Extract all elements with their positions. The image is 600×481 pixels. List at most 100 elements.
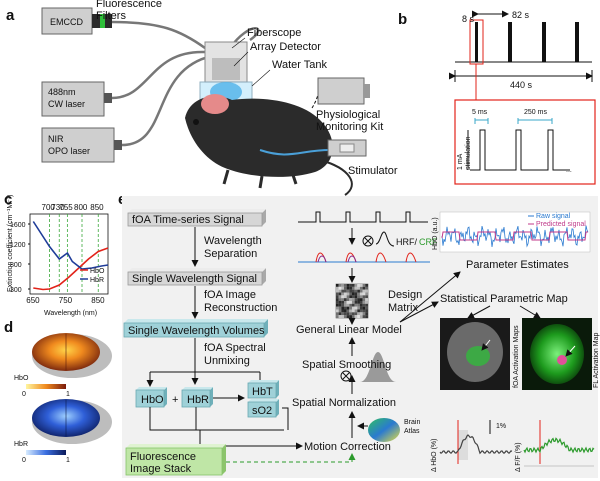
design-matrix-cell — [341, 292, 345, 296]
crf-label: CRF — [419, 237, 438, 247]
box-single-wavelength-signal — [127, 268, 266, 286]
design-matrix-cell — [357, 306, 360, 310]
design-matrix-cell — [359, 295, 363, 299]
label-design-matrix: Design Matrix — [388, 289, 425, 314]
design-matrix-cell — [351, 286, 355, 290]
monitoring-kit-box — [317, 77, 370, 105]
foa-timecourse-plot — [439, 420, 513, 464]
design-matrix-cell — [336, 303, 339, 307]
dhbo-axis-label: Δ HbO (%) — [431, 439, 438, 472]
design-matrix-cell — [346, 306, 350, 310]
design-matrix-cell — [343, 315, 347, 319]
stim-window-foa — [458, 430, 468, 460]
design-matrix-cell — [341, 312, 345, 316]
design-matrix-cell — [349, 303, 352, 307]
design-matrix-cell — [365, 306, 368, 310]
label-foa-timeseries: fOA Time-series Signal — [132, 214, 244, 226]
label-spm: Statistical Parametric Map — [440, 293, 568, 305]
design-matrix-cell — [346, 312, 350, 316]
design-matrix-cell — [346, 309, 350, 313]
design-matrix-cell — [354, 300, 358, 304]
parameter-estimate-plot — [439, 211, 591, 253]
design-matrix-cell — [362, 309, 366, 313]
hbo-cbar-max: 1 — [66, 391, 70, 398]
design-matrix-cell — [346, 300, 350, 304]
fl-mean-trace — [523, 437, 595, 454]
design-matrix-cell — [349, 292, 352, 296]
emccd-label: EMCCD — [50, 17, 83, 27]
design-matrix-cell — [338, 289, 342, 293]
pulse-width-label: 5 ms — [472, 109, 488, 116]
xtick-750: 750 — [59, 296, 73, 305]
design-matrix-cell — [336, 315, 339, 319]
legend-label-hbr: HbR — [90, 277, 104, 284]
design-matrix-cell — [343, 303, 347, 307]
box-single-wavelength-volumes — [123, 319, 268, 338]
stimulator-label: Stimulator — [348, 165, 398, 177]
fl-timecourse-plot — [523, 420, 595, 467]
hbr-colorbar — [26, 450, 66, 455]
design-matrix-cell — [351, 315, 355, 319]
design-matrix-cell — [343, 309, 347, 313]
panel-label-b: b — [398, 11, 407, 28]
design-matrix-cell — [365, 289, 368, 293]
label-so2: sO2 — [252, 405, 272, 417]
design-matrix-cell — [338, 312, 342, 316]
design-matrix-cell — [354, 292, 358, 296]
design-matrix-cell — [341, 309, 345, 313]
label-fluorescence-stack: Fluorescence Image Stack — [130, 451, 199, 475]
label-single-wavelength-volumes: Single Wavelength Volumes — [128, 325, 265, 337]
label-spatial-smoothing: Spatial Smoothing — [302, 359, 391, 371]
design-matrix-cell — [354, 284, 358, 287]
design-matrix-cell — [336, 300, 339, 304]
array-detector-label: Array Detector — [250, 41, 321, 53]
mouse-silhouette — [185, 94, 353, 196]
water-tank-label: Water Tank — [272, 59, 328, 71]
fiber-cables — [111, 20, 260, 147]
top-tick-800: 800 — [74, 203, 88, 212]
hbo-cbar-min: 0 — [22, 391, 26, 398]
design-matrix-cell — [338, 300, 342, 304]
filters-line1: Fluorescence — [96, 0, 162, 10]
legend-label-hbo: HbO — [90, 268, 105, 275]
design-matrix-cell — [338, 315, 342, 319]
design-matrix-cell — [346, 292, 350, 296]
design-matrix-cell — [351, 289, 355, 293]
stim-protocol — [449, 10, 596, 185]
design-matrix-cell — [357, 292, 360, 296]
design-matrix-cell — [359, 300, 363, 304]
design-matrix-cell — [349, 284, 352, 287]
design-matrix-cell — [349, 306, 352, 310]
design-matrix-cell — [351, 295, 355, 299]
design-matrix-cell — [365, 300, 368, 304]
design-matrix-cell — [336, 295, 339, 299]
design-matrix-cell — [362, 303, 366, 307]
design-matrix-cell — [362, 306, 366, 310]
design-matrix-cell — [343, 312, 347, 316]
design-matrix-cell — [341, 315, 345, 319]
hrf-label: HRF/ — [396, 237, 417, 247]
panel-label-c: c — [4, 191, 12, 208]
design-matrix-cell — [365, 309, 368, 313]
design-matrix-cell — [351, 300, 355, 304]
hbo-brain-render — [32, 333, 112, 378]
design-matrix-cell — [351, 284, 355, 287]
design-matrix-cell — [362, 284, 366, 287]
box-fluorescence-stack — [125, 444, 226, 476]
design-matrix-cell — [362, 289, 366, 293]
emccd-box: EMCCD — [41, 7, 112, 35]
label-spatial-normalization: Spatial Normalization — [292, 397, 396, 409]
design-matrix-cell — [338, 286, 342, 290]
label-glm: General Linear Model — [296, 324, 402, 336]
design-matrix-cell — [351, 298, 355, 302]
fluor-dashed-arrow — [226, 453, 356, 463]
design-matrix-cell — [365, 286, 368, 290]
top-tick-850: 850 — [90, 203, 104, 212]
design-matrix-cell — [349, 295, 352, 299]
hbo-cbar-label: HbO — [14, 375, 29, 382]
design-matrix-cell — [351, 306, 355, 310]
top-tick-730: 730 — [51, 203, 65, 212]
series-hbr — [32, 221, 109, 270]
hbr-brain-render — [32, 399, 112, 444]
design-matrix-cell — [336, 289, 339, 293]
